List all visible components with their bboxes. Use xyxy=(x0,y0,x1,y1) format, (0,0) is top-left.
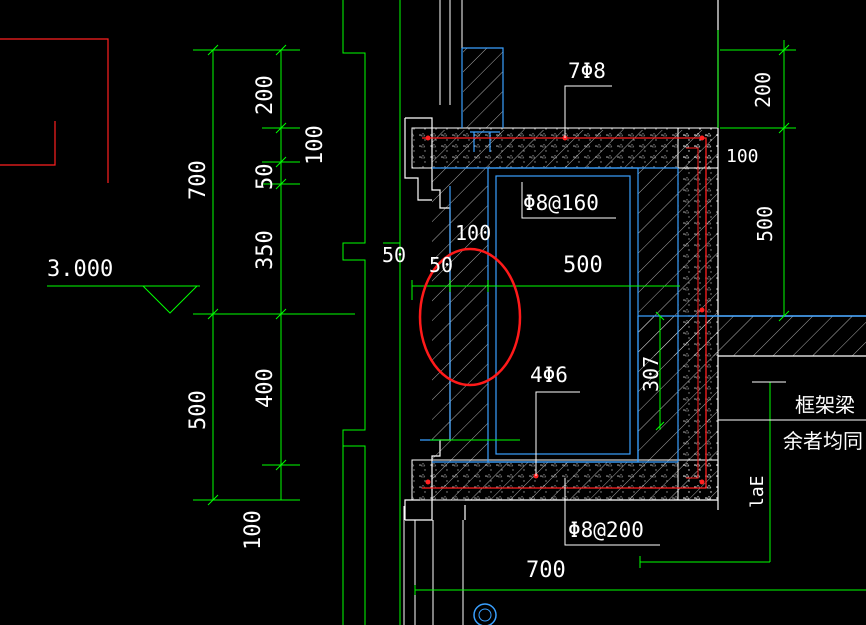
dim-left-500: 500 xyxy=(186,390,211,430)
member-lines xyxy=(420,47,866,463)
slab-right xyxy=(638,316,866,356)
red-outline-small xyxy=(0,121,56,166)
label-rest-same: 余者均同 xyxy=(783,429,863,453)
label-side-bars: 4Φ6 xyxy=(530,363,568,387)
dim-350: 350 xyxy=(253,230,278,270)
wall-outlines xyxy=(342,0,401,625)
dim-left-100: 100 xyxy=(241,510,266,550)
pipe-symbol xyxy=(473,603,497,625)
label-stirrup-top: Φ8@160 xyxy=(523,191,599,215)
dim-100: 100 xyxy=(303,125,328,165)
section-dimensions xyxy=(411,30,866,595)
highlight-circle xyxy=(418,247,522,387)
left-dimension-chain xyxy=(193,44,355,506)
dim-bottom-700: 700 xyxy=(526,558,566,583)
leader-lines xyxy=(521,85,866,546)
label-lae: laE xyxy=(747,475,768,508)
pipe-symbol-inner xyxy=(478,608,492,622)
rebar-stirrup-right xyxy=(686,147,699,479)
dim-50: 50 xyxy=(253,164,278,191)
dim-wall-50: 50 xyxy=(382,243,406,267)
dim-right-200: 200 xyxy=(751,72,775,108)
dim-right-500: 500 xyxy=(753,206,777,242)
dim-left-700: 700 xyxy=(186,160,211,200)
dim-200: 200 xyxy=(253,75,278,115)
dim-height-307: 307 xyxy=(639,356,663,392)
dim-right-100: 100 xyxy=(726,146,759,167)
dim-width-500: 500 xyxy=(563,253,603,278)
rebar-dots xyxy=(425,135,705,485)
label-top-bars: 7Φ8 xyxy=(568,59,606,83)
elevation-marker xyxy=(47,285,200,314)
red-outline-top-left xyxy=(0,38,109,183)
top-hatched-block xyxy=(463,48,503,128)
dim-400: 400 xyxy=(253,368,278,408)
dim-inner-50: 50 xyxy=(429,253,453,277)
elevation-label: 3.000 xyxy=(47,257,113,282)
label-stirrup-bottom: Φ8@200 xyxy=(568,518,644,542)
label-frame-beam: 框架梁 xyxy=(795,393,855,417)
beam-void xyxy=(488,168,638,462)
dim-inner-100: 100 xyxy=(455,221,491,245)
